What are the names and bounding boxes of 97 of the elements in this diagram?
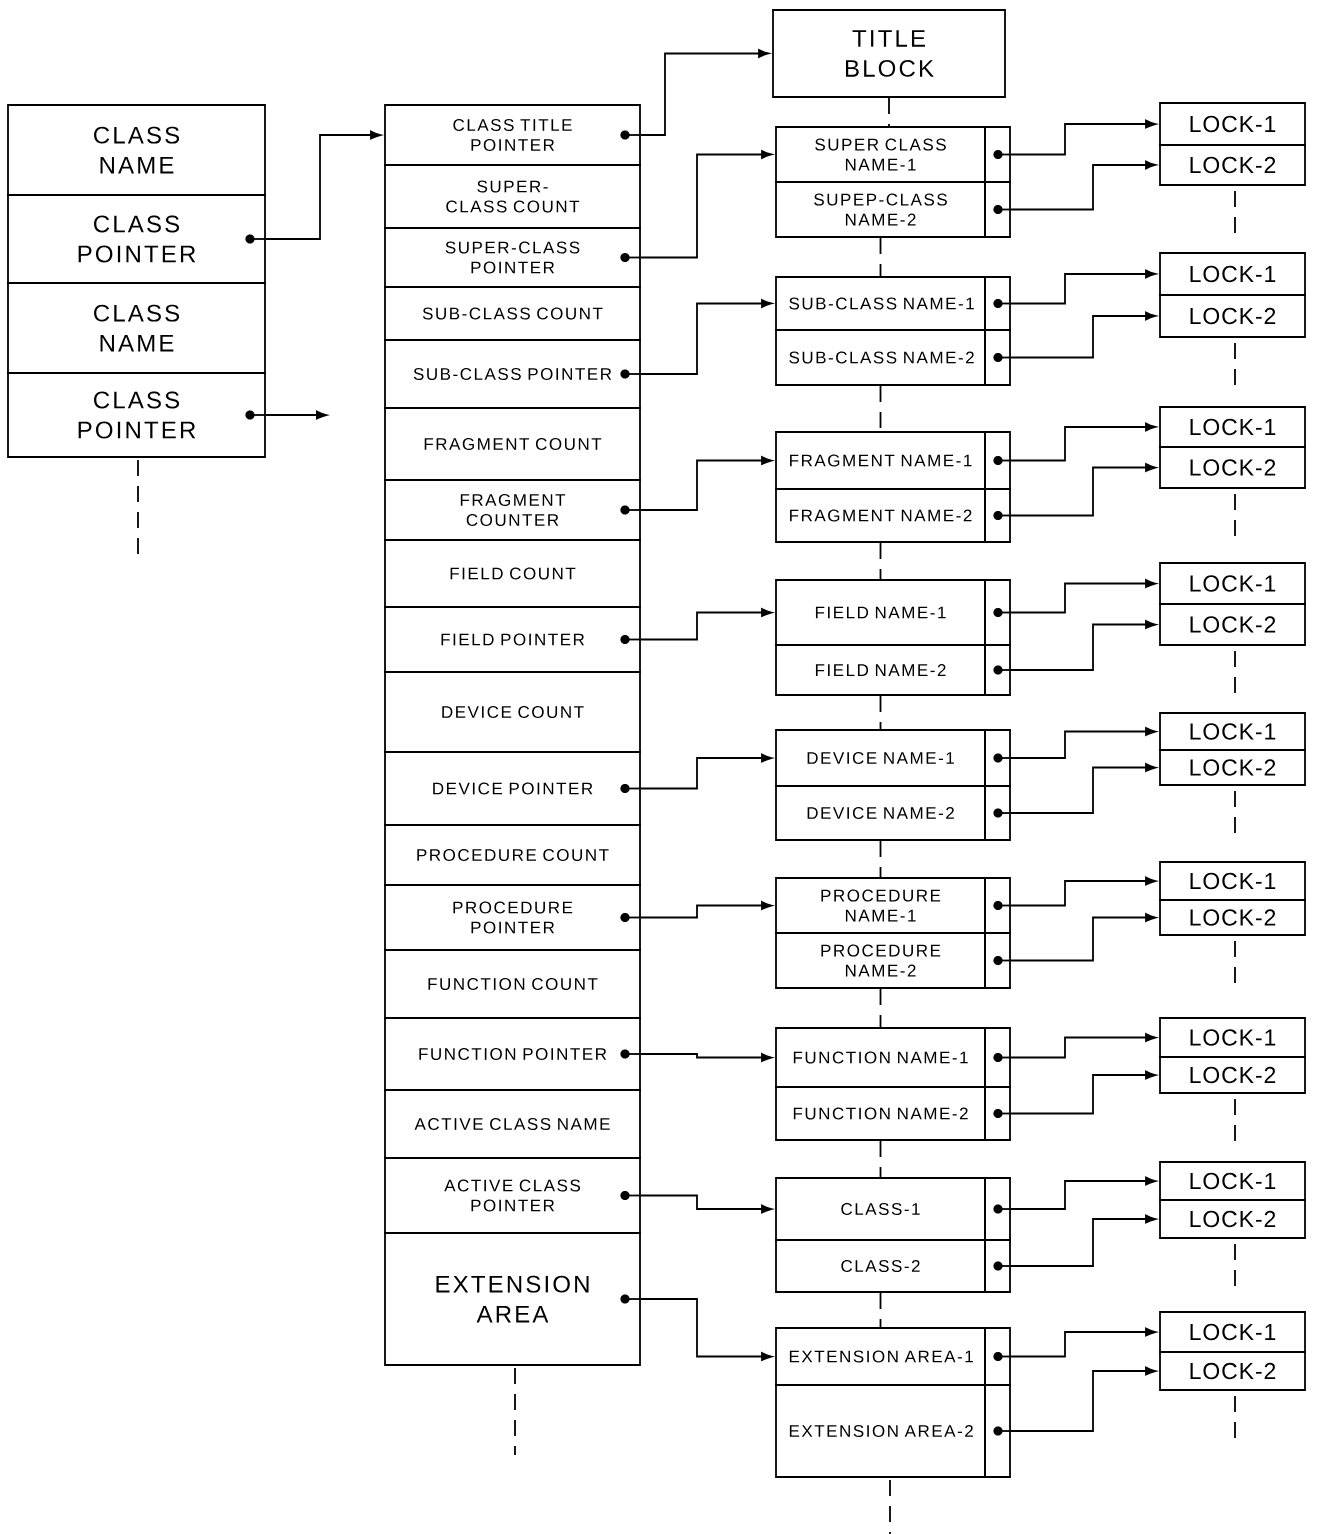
record-cell: PROCEDURE NAME-1 xyxy=(775,877,1011,934)
arrow xyxy=(640,901,773,919)
record-cell: LOCK-2 xyxy=(1159,1351,1306,1391)
record-cell: SUB-CLASS COUNT xyxy=(384,286,641,341)
record-cell: FRAGMENT NAME-2 xyxy=(775,488,1011,543)
record-cell: SUB-CLASS NAME-2 xyxy=(775,329,1011,386)
record-cell: FIELD NAME-1 xyxy=(775,579,1011,646)
record-cell: SUB-CLASS NAME-1 xyxy=(775,276,1011,331)
arrow xyxy=(640,1298,773,1361)
connector-line xyxy=(879,840,882,878)
connector-line xyxy=(879,1140,882,1178)
record-cell: LOCK-2 xyxy=(1159,603,1306,646)
arrow xyxy=(1010,1176,1157,1210)
record-cell: LOCK-2 xyxy=(1159,1056,1306,1094)
record-cell: CLASS NAME xyxy=(7,104,266,196)
record-cell: SUPER-CLASS COUNT xyxy=(384,164,641,229)
connector-line xyxy=(879,695,882,730)
connector-line xyxy=(879,1292,882,1328)
record-cell: FRAGMENT COUNT xyxy=(384,407,641,481)
record-cell: CLASS-1 xyxy=(775,1177,1011,1241)
record-cell: LOCK-2 xyxy=(1159,144,1306,186)
record-cell: DEVICE NAME-1 xyxy=(775,729,1011,787)
arrow xyxy=(1010,269,1157,305)
pointer-cell: CLASS POINTER xyxy=(7,372,266,458)
pointer-cell: FRAGMENT COUNTER xyxy=(384,479,641,541)
arrow xyxy=(1010,1327,1157,1358)
arrow xyxy=(1010,1214,1157,1267)
record-cell: FRAGMENT NAME-1 xyxy=(775,431,1011,490)
record-cell: FIELD COUNT xyxy=(384,539,641,608)
arrow xyxy=(1010,620,1157,671)
pointer-cell: DEVICE POINTER xyxy=(384,751,641,826)
record-cell: LOCK-1 xyxy=(1159,1311,1306,1353)
arrow xyxy=(1010,727,1157,759)
pointer-cell: CLASS TITLE POINTER xyxy=(384,104,641,166)
pointer-cell: FIELD POINTER xyxy=(384,606,641,673)
arrow xyxy=(1010,876,1157,907)
record-cell: FIELD NAME-2 xyxy=(775,644,1011,696)
arrow xyxy=(265,130,382,240)
record-cell: LOCK-1 xyxy=(1159,1161,1306,1201)
arrow xyxy=(1010,1033,1157,1059)
record-cell: CLASS NAME xyxy=(7,282,266,374)
record-cell: ACTIVE CLASS NAME xyxy=(384,1089,641,1159)
record-cell: LOCK-1 xyxy=(1159,406,1306,448)
arrow xyxy=(1010,311,1157,359)
arrow xyxy=(1010,579,1157,614)
connector-line xyxy=(888,97,890,127)
record-cell: LOCK-2 xyxy=(1159,1199,1306,1239)
arrow xyxy=(1010,119,1157,156)
record-cell: PROCEDURE NAME-2 xyxy=(775,932,1011,989)
connector-line xyxy=(879,237,882,277)
pointer-cell: PROCEDURE POINTER xyxy=(384,884,641,951)
arrow xyxy=(1010,1366,1157,1432)
arrow xyxy=(640,49,770,136)
arrow xyxy=(640,1194,773,1214)
record-cell: LOCK-2 xyxy=(1159,899,1306,936)
record-cell: FUNCTION NAME-2 xyxy=(775,1086,1011,1141)
record-cell: EXTENSION AREA-1 xyxy=(775,1327,1011,1386)
record-cell: CLASS-2 xyxy=(775,1239,1011,1293)
pointer-cell: EXTENSION AREA xyxy=(384,1232,641,1366)
record-cell: LOCK-2 xyxy=(1159,749,1306,786)
arrow xyxy=(1010,160,1157,211)
record-cell: LOCK-1 xyxy=(1159,252,1306,296)
arrow xyxy=(640,1053,773,1062)
record-cell: FUNCTION COUNT xyxy=(384,949,641,1019)
arrow xyxy=(1010,1070,1157,1115)
record-cell: LOCK-1 xyxy=(1159,712,1306,751)
arrow xyxy=(640,150,773,259)
arrow xyxy=(1010,422,1157,462)
record-cell: DEVICE NAME-2 xyxy=(775,785,1011,841)
record-cell: LOCK-2 xyxy=(1159,446,1306,489)
arrow xyxy=(640,456,773,511)
arrow xyxy=(1010,463,1157,517)
record-cell: SUPEP-CLASS NAME-2 xyxy=(775,181,1011,238)
connector-line xyxy=(879,988,882,1028)
arrow xyxy=(640,753,773,790)
pointer-cell: CLASS POINTER xyxy=(7,194,266,284)
arrow xyxy=(265,410,327,420)
arrow xyxy=(640,608,773,641)
record-cell: LOCK-1 xyxy=(1159,102,1306,146)
record-cell: FUNCTION NAME-1 xyxy=(775,1027,1011,1088)
record-cell: EXTENSION AREA-2 xyxy=(775,1384,1011,1478)
pointer-cell: ACTIVE CLASS POINTER xyxy=(384,1157,641,1234)
record-cell: LOCK-2 xyxy=(1159,294,1306,338)
record-cell: SUPER CLASS NAME-1 xyxy=(775,126,1011,183)
record-cell: PROCEDURE COUNT xyxy=(384,824,641,886)
arrow xyxy=(640,299,773,375)
pointer-cell: SUPER-CLASS POINTER xyxy=(384,227,641,288)
connector-line xyxy=(879,542,882,580)
arrow xyxy=(1010,913,1157,962)
record-cell: LOCK-1 xyxy=(1159,861,1306,901)
record-cell: TITLE BLOCK xyxy=(772,9,1006,98)
record-cell: LOCK-1 xyxy=(1159,562,1306,605)
pointer-cell: FUNCTION POINTER xyxy=(384,1017,641,1091)
arrow xyxy=(1010,763,1157,814)
record-cell: DEVICE COUNT xyxy=(384,671,641,753)
record-cell: LOCK-1 xyxy=(1159,1017,1306,1058)
pointer-cell: SUB-CLASS POINTER xyxy=(384,339,641,409)
